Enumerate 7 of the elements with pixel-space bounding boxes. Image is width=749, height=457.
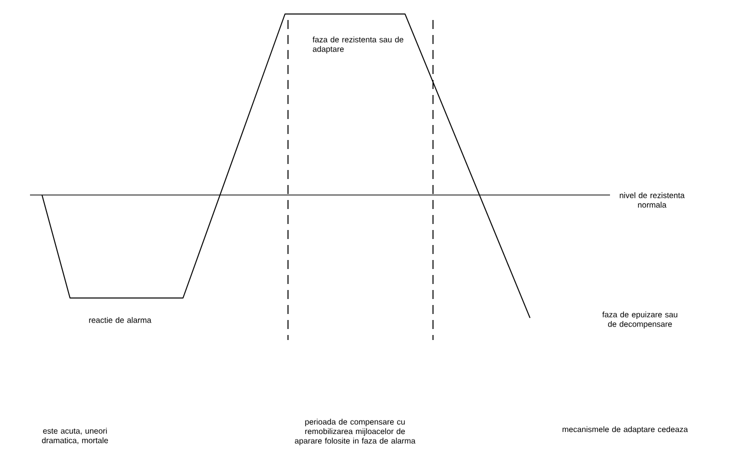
annotation-text: este acuta, uneori dramatica, mortale <box>42 428 108 444</box>
annotation-text: nivel de rezistenta normala <box>620 192 685 208</box>
annotation-text: faza de epuizare sau de decompensare <box>602 312 678 328</box>
annotation-text: faza de rezistenta sau de adaptare <box>312 36 404 54</box>
annotation-text: mecanismele de adaptare cedeaza <box>562 426 688 434</box>
annotation-text: perioada de compensare cu remobilizarea mijloacelor de aparare folosite in faza de alarma <box>294 418 416 446</box>
annotation-text: reactie de alarma <box>89 317 152 323</box>
